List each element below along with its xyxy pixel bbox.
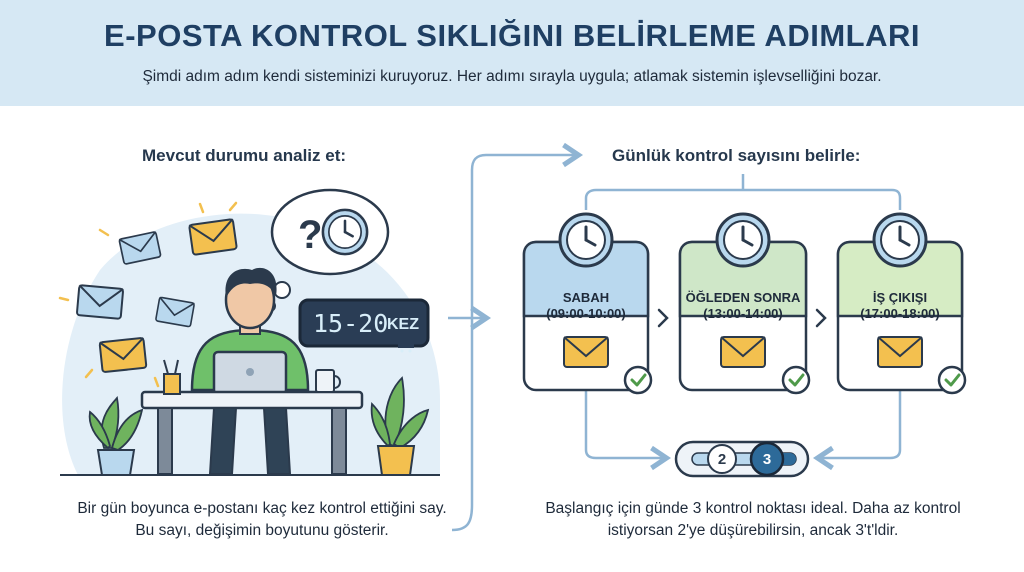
clock-icon (558, 212, 614, 268)
envelope-icon (720, 336, 766, 368)
counter-display (298, 298, 430, 353)
envelope-icon (75, 284, 125, 320)
header-banner (0, 0, 1024, 106)
slider-option-2: 2 (717, 451, 727, 468)
card-name: ÖĞLEDEN SONRA (685, 290, 801, 305)
card-name: SABAH (562, 290, 610, 305)
card-time: (13:00-14:00) (703, 306, 783, 321)
card-time: (17:00-18:00) (860, 306, 940, 321)
page-title: E-POSTA KONTROL SIKLIĞINI BELİRLEME ADIM… (104, 18, 920, 53)
right-caption: Başlangıç için günde 3 kontrol noktası i… (545, 500, 961, 539)
card-is-cikisi (836, 212, 967, 395)
envelope-icon (563, 336, 609, 368)
page-subtitle: Şimdi adım adım kendi sisteminizi kuruyo… (142, 68, 882, 85)
bracket-top (584, 188, 902, 210)
spark-marks (58, 201, 238, 388)
thought-bubble: ? (264, 188, 390, 312)
clock-icon (872, 212, 928, 268)
check-icon (623, 365, 653, 395)
card-ogleden-sonra (678, 212, 811, 395)
envelope-icon (877, 336, 923, 368)
card-label-sabah: SABAH (09:00-10:00) (525, 290, 647, 322)
card-label-ogleden-sonra: ÖĞLEDEN SONRA (13:00-14:00) (682, 290, 804, 322)
plant-icon (88, 395, 144, 476)
mug-icon (315, 369, 341, 393)
check-icon (781, 365, 811, 395)
check-icon (937, 365, 967, 395)
flow-arrows (448, 142, 902, 532)
counter-unit: KEZ (387, 316, 419, 333)
clock-icon (715, 212, 771, 268)
count-slider (674, 440, 810, 478)
card-name: İŞ ÇIKIŞI (872, 290, 928, 305)
card-label-is-cikisi: İŞ ÇIKIŞI (17:00-18:00) (839, 290, 961, 322)
plant-icon (370, 376, 430, 476)
pencil-cup (163, 359, 181, 395)
left-caption: Bir gün boyunca e-postanı kaç kez kontro… (77, 500, 447, 539)
laptop-icon (212, 350, 288, 396)
envelope-icon (98, 336, 148, 374)
arrow-from-right (812, 390, 902, 471)
left-section-title: Mevcut durumu analiz et: (142, 146, 347, 165)
chevron-right-icon (657, 308, 669, 328)
counter-value: 15-20 (313, 309, 389, 338)
slider-option-3: 3 (762, 451, 772, 468)
envelope-icon (154, 296, 196, 328)
right-section-title: Günlük kontrol sayısını belirle: (612, 146, 861, 165)
desk (60, 390, 440, 476)
left-illustration: ? (58, 188, 440, 476)
card-time: (09:00-10:00) (546, 306, 626, 321)
arrow-to-right-title (451, 142, 584, 532)
card-sabah (522, 212, 653, 395)
clock-icon (321, 208, 369, 256)
envelope-icon (188, 218, 238, 256)
chevron-right-icon (815, 308, 827, 328)
arrow-to-slider (584, 390, 672, 471)
question-icon: ? (298, 213, 322, 257)
